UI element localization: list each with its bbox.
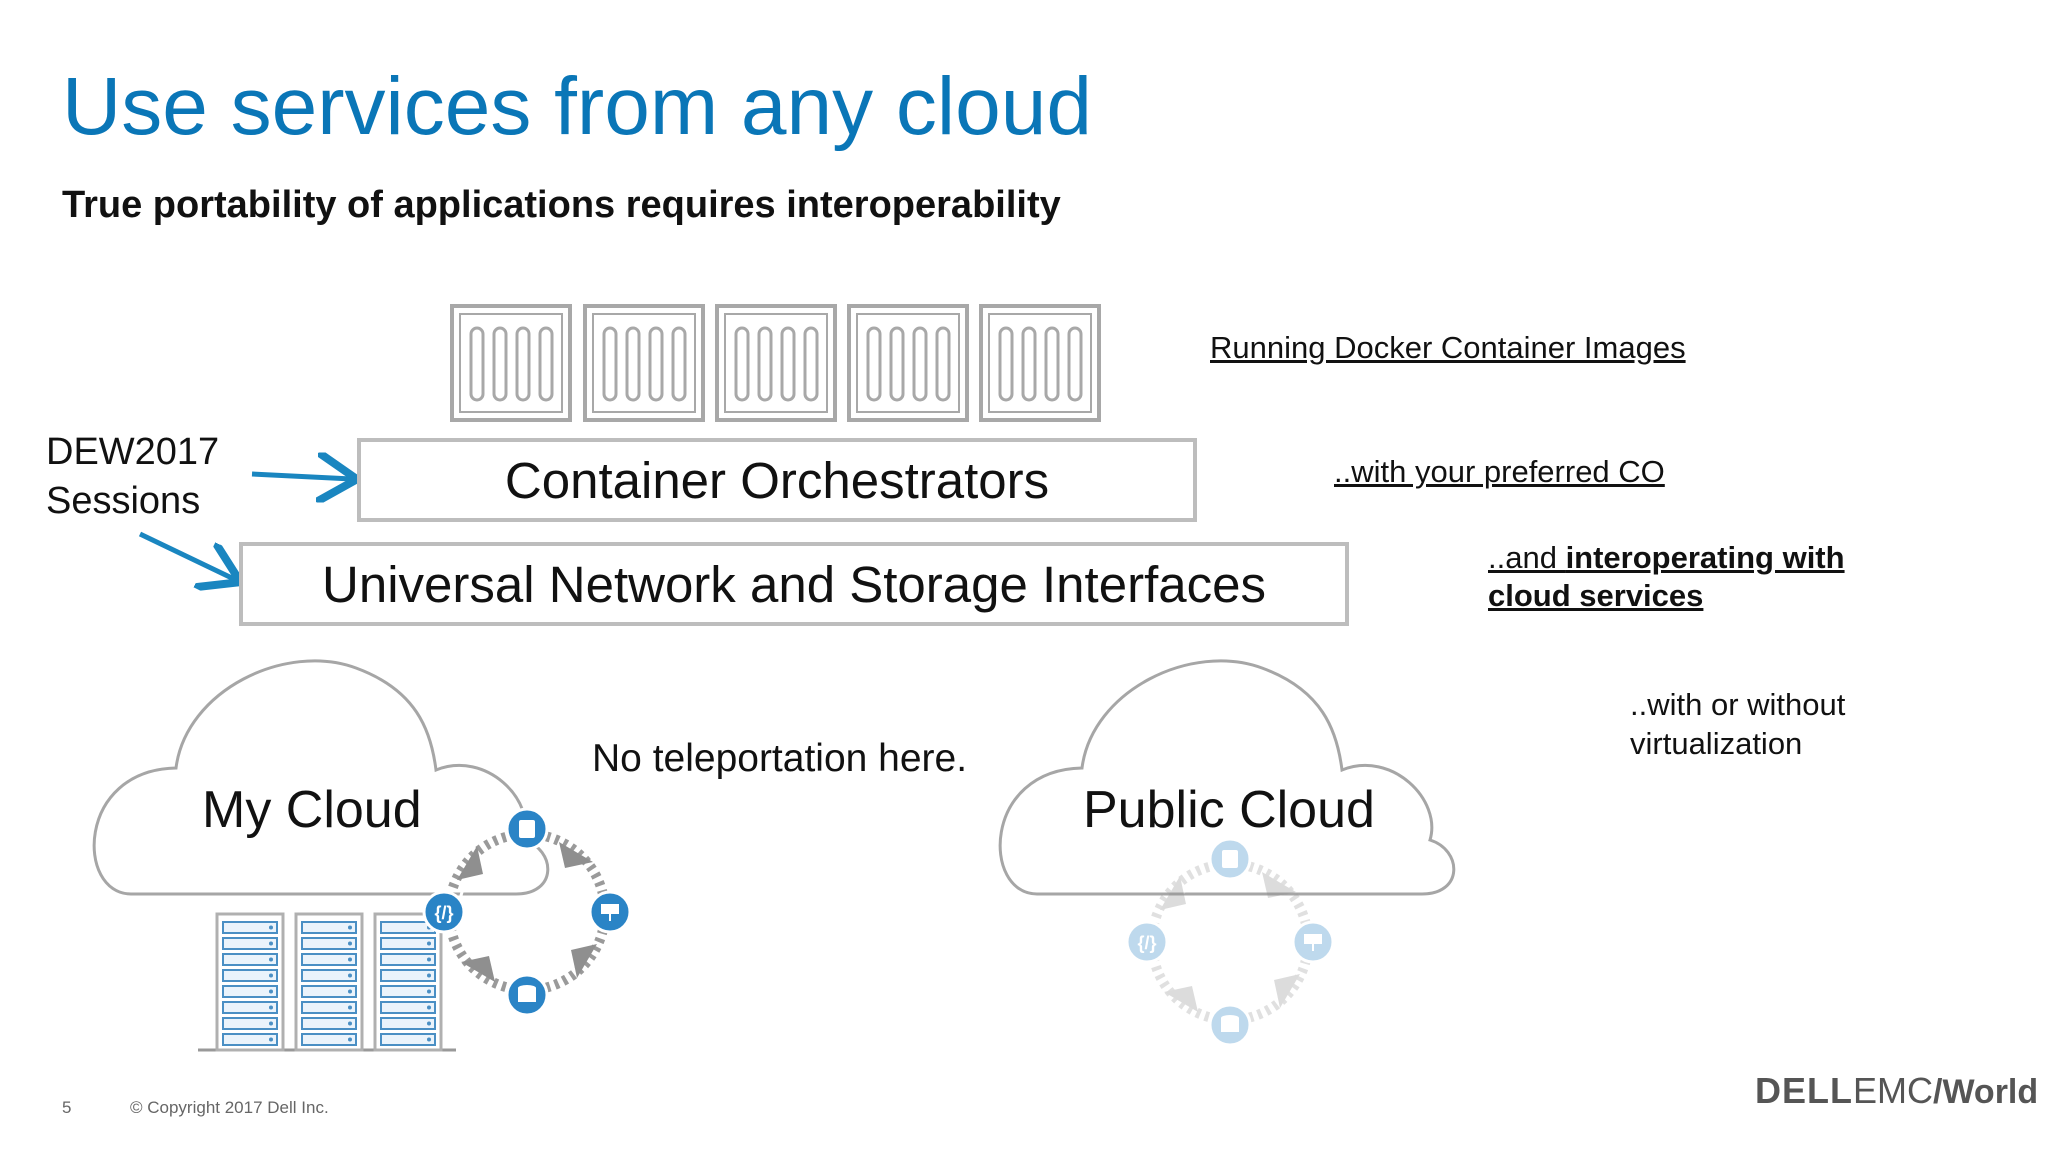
dellemc-world-logo: DELLEMC/World [1755,1070,2039,1111]
teleport-note: No teleportation here. [592,737,968,780]
server-rack-icon [215,912,285,1052]
note-preferred-co: ..with your preferred CO [1334,454,1665,489]
server-racks [198,912,456,1052]
note-interop-bold-1: interoperating with [1565,540,1845,575]
note-interoperating: ..and interoperating with cloud services [1488,539,1845,615]
callout-line2: Sessions [46,479,201,522]
logo-emc: EMC [1853,1070,1933,1111]
server-rack-icon [373,912,443,1052]
container-orchestrators-box: Container Orchestrators [357,438,1197,522]
container-orchestrators-label: Container Orchestrators [504,451,1050,509]
container-icon [847,304,969,422]
public-cloud-label: Public Cloud [1083,781,1375,839]
server-rack-icon [294,912,364,1052]
docker-container-images [450,304,1101,422]
logo-slash: / [1933,1073,1943,1111]
arrow-to-interfaces [138,531,236,580]
note-docker-images: Running Docker Container Images [1210,330,1686,365]
container-icon [979,304,1101,422]
container-icon [715,304,837,422]
container-icon [583,304,705,422]
logo-world: World [1942,1073,2039,1111]
universal-interfaces-box: Universal Network and Storage Interfaces [239,542,1349,626]
page-title: Use services from any cloud [62,61,1092,152]
logo-dell: DELL [1755,1070,1853,1111]
container-icon [450,304,572,422]
universal-interfaces-label: Universal Network and Storage Interfaces [322,555,1266,613]
arrow-to-orchestrators [251,474,352,479]
note-virtualization-line1: ..with or without [1630,687,1846,722]
copyright-text: © Copyright 2017 Dell Inc. [130,1098,329,1117]
my-cloud-label: My Cloud [202,781,422,839]
page-number: 5 [62,1098,72,1117]
callout-arrows [138,474,352,580]
note-interop-prefix: ..and [1488,540,1566,575]
dew-sessions-callout: DEW2017 Sessions [46,428,219,525]
callout-line1: DEW2017 [46,431,220,473]
note-interop-bold-2: cloud services [1488,577,1704,613]
note-virtualization: ..with or without virtualization [1630,686,1845,764]
page-subtitle: True portability of applications require… [62,184,1061,226]
note-virtualization-line2: virtualization [1630,725,1803,761]
